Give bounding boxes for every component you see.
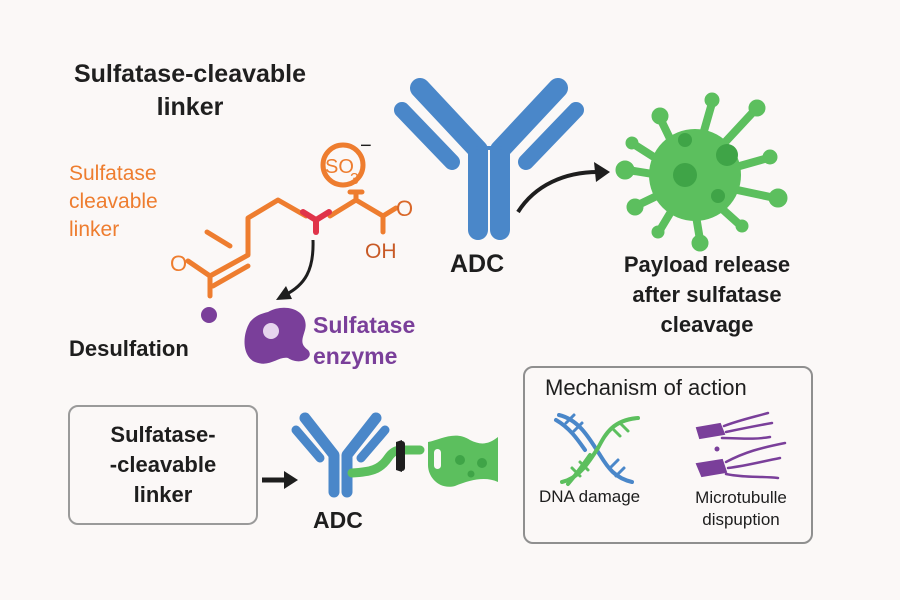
microtubule-label: Microtubulle dispuption bbox=[676, 487, 806, 531]
microtubule-label-line: dispuption bbox=[702, 510, 780, 529]
mechanism-title: Mechanism of action bbox=[545, 375, 747, 400]
sulfate-charge: − bbox=[360, 135, 372, 157]
enzyme-blob-icon bbox=[244, 307, 310, 364]
linker-arm-icon bbox=[347, 440, 425, 478]
linker-box-line: -cleavable bbox=[109, 452, 217, 477]
desulfation-dot-icon bbox=[201, 307, 217, 323]
linker-box: Sulfatase- -cleavable linker bbox=[68, 405, 258, 525]
enzyme-label: Sulfatase enzyme bbox=[313, 310, 415, 372]
sulfate-label: SO bbox=[325, 156, 354, 178]
linker-label: Sulfatase cleavable linker bbox=[69, 160, 158, 244]
linker-label-line: cleavable bbox=[69, 190, 158, 213]
linker-label-line: Sulfatase bbox=[69, 162, 157, 185]
adc-label-bottom: ADC bbox=[313, 507, 363, 533]
dna-damage-label: DNA damage bbox=[539, 487, 641, 506]
cleavage-site-icon bbox=[300, 209, 332, 235]
linker-structure bbox=[185, 142, 399, 299]
arrow-to-payload-icon bbox=[516, 162, 610, 214]
enzyme-label-line: enzyme bbox=[313, 343, 398, 369]
linker-label-line: linker bbox=[69, 218, 120, 241]
oxygen-left-label: O bbox=[170, 251, 187, 276]
adc-label-top: ADC bbox=[450, 250, 505, 278]
mechanism-box bbox=[523, 366, 813, 544]
payload-label: Payload release after sulfatase cleavage bbox=[592, 250, 822, 340]
payload-label-line: cleavage bbox=[660, 312, 754, 337]
linker-box-line: Sulfatase- bbox=[110, 422, 216, 447]
desulfation-label: Desulfation bbox=[69, 336, 189, 361]
title-line-1: Sulfatase-cleavable bbox=[73, 60, 307, 88]
virus-payload-icon bbox=[615, 92, 788, 252]
microtubule-icon bbox=[695, 411, 787, 480]
arrow-box-to-adc-icon bbox=[262, 471, 298, 489]
oxygen-right-label: O bbox=[396, 196, 413, 221]
title-line-2: linker bbox=[156, 93, 224, 121]
hydroxyl-label: OH bbox=[365, 240, 397, 263]
linker-box-line: linker bbox=[133, 482, 193, 507]
payload-cell-icon bbox=[428, 435, 498, 487]
antibody-icon bbox=[394, 78, 584, 240]
page-title: Sulfatase-cleavable linker bbox=[60, 58, 320, 124]
microtubule-label-line: Microtubulle bbox=[695, 488, 787, 507]
dna-helix-icon bbox=[554, 413, 640, 486]
sulfate-subscript: 3 bbox=[350, 171, 359, 188]
payload-label-line: after sulfatase bbox=[632, 282, 782, 307]
arrow-to-enzyme-icon bbox=[276, 239, 315, 300]
antibody-bottom-icon bbox=[291, 412, 390, 498]
enzyme-label-line: Sulfatase bbox=[313, 312, 416, 338]
payload-label-line: Payload release bbox=[623, 252, 791, 277]
